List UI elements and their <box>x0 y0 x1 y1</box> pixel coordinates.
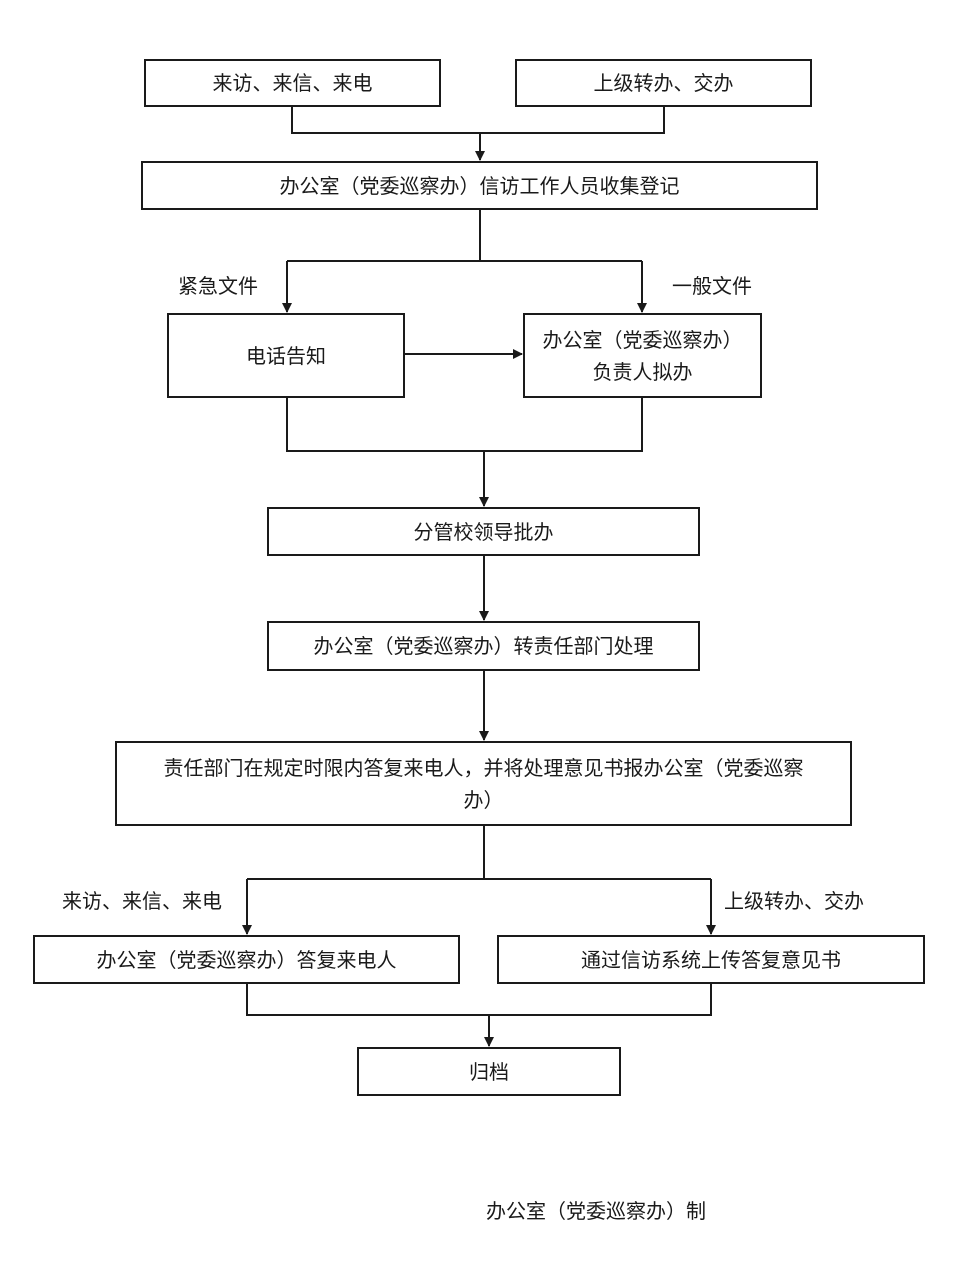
node-upload-reply: 通过信访系统上传答复意见书 <box>497 935 925 984</box>
node-collect-register: 办公室（党委巡察办）信访工作人员收集登记 <box>141 161 818 210</box>
node-draft: 办公室（党委巡察办） 负责人拟办 <box>523 313 762 398</box>
edge-label-general: 一般文件 <box>672 274 752 298</box>
footer-credit: 办公室（党委巡察办）制 <box>486 1199 706 1223</box>
node-source-visits-text: 来访、来信、来电 <box>212 71 373 95</box>
node-source-visits: 来访、来信、来电 <box>144 59 441 107</box>
node-dept-reply-line1: 责任部门在规定时限内答复来电人，并将处理意见书报办公室（党委巡察 <box>163 755 804 780</box>
node-upload-reply-text: 通过信访系统上传答复意见书 <box>581 947 841 972</box>
node-transfer-dept-text: 办公室（党委巡察办）转责任部门处理 <box>313 634 654 658</box>
edge-label-visits: 来访、来信、来电 <box>62 889 222 913</box>
node-source-superior-text: 上级转办、交办 <box>593 71 734 95</box>
connector-sources-merge <box>291 106 665 134</box>
connector-split-bottom <box>247 825 711 880</box>
node-office-reply-text: 办公室（党委巡察办）答复来电人 <box>96 947 397 972</box>
node-collect-register-text: 办公室（党委巡察办）信访工作人员收集登记 <box>279 173 680 198</box>
node-phone-notify: 电话告知 <box>167 313 405 398</box>
node-draft-line1: 办公室（党委巡察办） <box>542 327 743 352</box>
node-office-reply: 办公室（党委巡察办）答复来电人 <box>33 935 460 984</box>
edge-label-urgent: 紧急文件 <box>178 274 258 298</box>
node-dept-reply-line2: 办） <box>463 787 504 812</box>
node-draft-line2: 负责人拟办 <box>592 359 693 384</box>
node-dept-reply: 责任部门在规定时限内答复来电人，并将处理意见书报办公室（党委巡察 办） <box>115 741 852 826</box>
connector-split <box>287 209 642 262</box>
connector-merge-leader <box>286 397 643 452</box>
node-transfer-dept: 办公室（党委巡察办）转责任部门处理 <box>267 621 700 671</box>
connector-merge-archive <box>246 983 712 1016</box>
node-archive: 归档 <box>357 1047 621 1096</box>
node-leader-approve-text: 分管校领导批办 <box>413 519 554 544</box>
edge-label-superior: 上级转办、交办 <box>724 889 864 913</box>
node-phone-notify-text: 电话告知 <box>246 343 326 368</box>
node-source-superior: 上级转办、交办 <box>515 59 812 107</box>
node-archive-text: 归档 <box>469 1059 509 1084</box>
node-leader-approve: 分管校领导批办 <box>267 507 700 556</box>
